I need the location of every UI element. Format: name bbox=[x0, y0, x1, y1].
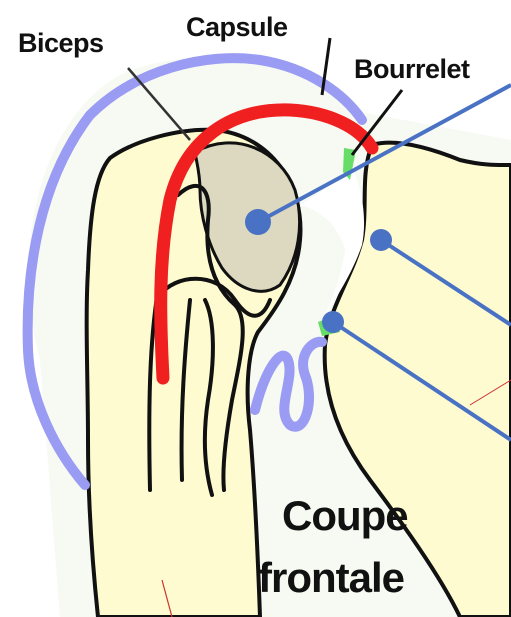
label-bourrelet: Bourrelet bbox=[354, 54, 470, 84]
label-section-line2: frontale bbox=[258, 554, 404, 601]
label-capsule: Capsule bbox=[186, 12, 288, 42]
pointer-dot-humeral-head bbox=[245, 209, 271, 235]
label-section-line1: Coupe bbox=[282, 492, 408, 539]
pointer-dot-glenoid bbox=[370, 229, 392, 251]
pointer-dot-inferior-labrum bbox=[322, 311, 344, 333]
label-biceps: Biceps bbox=[18, 28, 104, 58]
